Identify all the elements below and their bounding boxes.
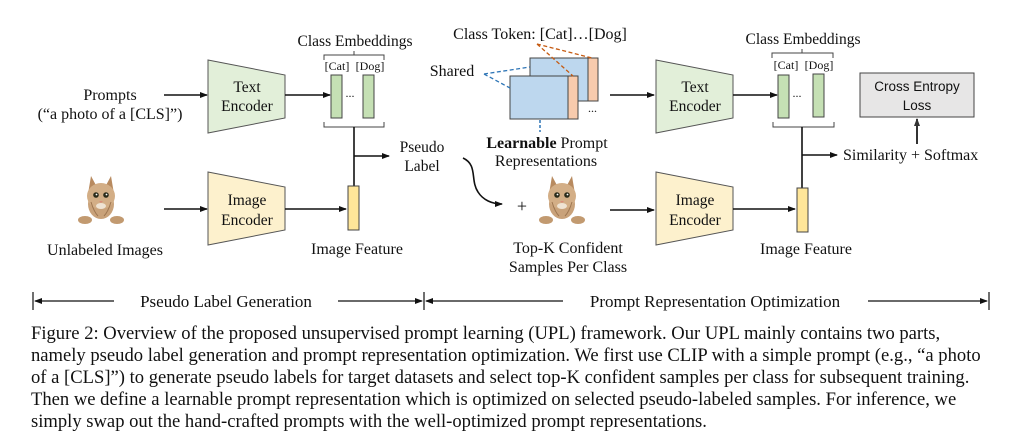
text-encoder-left-label2: Encoder [221, 98, 273, 115]
image-feature-left-label: Image Feature [311, 241, 403, 258]
unlabeled-images-label: Unlabeled Images [47, 242, 163, 259]
caption-line: Figure 2: Overview of the proposed unsup… [31, 323, 941, 344]
image-encoder-left-label: Image [228, 192, 267, 209]
image-encoder-right [655, 171, 734, 246]
caption-line: Then we define a learnable prompt repres… [31, 389, 957, 410]
text-encoder-right-label: Text [681, 79, 709, 96]
cat-image-left [77, 175, 125, 225]
prompts-example: (“a photo of a [CLS]”) [38, 106, 183, 123]
image-encoder-right-label2: Encoder [669, 212, 721, 229]
upl-framework-diagram: Prompts (“a photo of a [CLS]”) Text Enco… [32, 26, 990, 311]
image-feature-right-label: Image Feature [760, 241, 852, 258]
brace-bottom-left [323, 122, 385, 128]
image-feature-right [796, 187, 809, 233]
more-prompts-dots: ... [588, 101, 597, 115]
ellipsis-right: ... [793, 86, 802, 100]
brace-top-left [323, 51, 385, 60]
text-encoder-right [655, 59, 734, 134]
caption-line: namely pseudo label generation and promp… [31, 345, 981, 366]
image-feature-left [347, 185, 360, 231]
cat-image-middle [538, 175, 586, 225]
class-embeddings-right-title: Class Embeddings [746, 31, 861, 48]
prompt-card-front [509, 75, 569, 120]
text-encoder-left-label: Text [233, 79, 261, 96]
class-embedding-cat-right [777, 74, 790, 119]
class-token-lines [536, 43, 593, 77]
prompts-label: Prompts [83, 87, 136, 104]
similarity-softmax-label: Similarity + Softmax [843, 147, 978, 164]
topk-label: Top-K Confident [513, 240, 623, 257]
learnable-prompt-label: Learnable Prompt [486, 135, 608, 152]
brace-top-right [771, 49, 834, 58]
brace-bottom-right [772, 122, 835, 128]
class-token-label: Class Token: [Cat]…[Dog] [453, 26, 627, 43]
pseudo-label-text: Pseudo [400, 139, 445, 156]
figure-caption: Figure 2: Overview of the proposed unsup… [31, 323, 991, 433]
text-encoder-right-label2: Encoder [669, 98, 721, 115]
loss-label2: Loss [903, 98, 932, 113]
class-embedding-dog-right [812, 73, 825, 118]
pseudo-label-text2: Label [404, 158, 439, 175]
image-encoder-right-label: Image [676, 192, 715, 209]
class-embeddings-left-title: Class Embeddings [298, 33, 413, 50]
cat-label-right: [Cat] [774, 58, 799, 72]
learnable-bold: Learnable [486, 135, 556, 152]
cross-entropy-loss-box [859, 72, 975, 118]
class-embedding-cat-left [330, 74, 343, 119]
stage1-label: Pseudo Label Generation [140, 292, 312, 311]
ellipsis-left: ... [346, 86, 355, 100]
image-encoder-left [207, 171, 286, 246]
stage2-label: Prompt Representation Optimization [590, 292, 841, 311]
dog-label-left: [Dog] [356, 59, 385, 73]
shared-lines [483, 66, 531, 89]
caption-line: simply swap out the hand-crafted prompts… [31, 411, 707, 432]
loss-label: Cross Entropy [874, 79, 960, 94]
class-token-back [587, 57, 599, 102]
text-encoder-left [207, 59, 286, 134]
plus-sign: + [517, 196, 527, 216]
shared-label: Shared [430, 63, 474, 80]
caption-line: of a [CLS]”) to generate pseudo labels f… [31, 367, 970, 388]
pseudo-label-curve-arrow [462, 157, 503, 207]
class-embedding-dog-left [362, 74, 375, 119]
topk-label2: Samples Per Class [509, 259, 627, 276]
image-encoder-left-label2: Encoder [221, 212, 273, 229]
dog-label-right: [Dog] [805, 58, 834, 72]
learnable-rest: Prompt [557, 135, 609, 152]
representations-label: Representations [495, 153, 597, 170]
cat-label-left: [Cat] [325, 59, 350, 73]
class-token-front [567, 75, 579, 120]
